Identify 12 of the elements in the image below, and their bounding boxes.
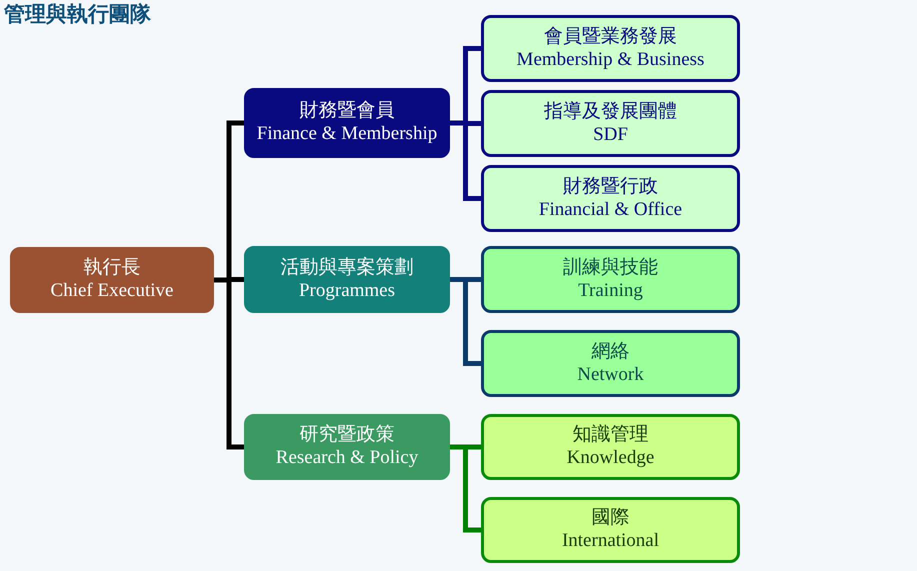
executive-box: 執行長 Chief Executive xyxy=(10,247,214,313)
team-box: 國際 International xyxy=(481,497,740,563)
team-box: 網絡 Network xyxy=(481,330,740,397)
department-box: 活動與專案策劃 Programmes xyxy=(244,246,450,313)
title: 管理與執行團隊 xyxy=(4,2,151,28)
department-box: 財務暨會員 Finance & Membership xyxy=(244,88,450,158)
team-box: 指導及發展團體 SDF xyxy=(481,90,740,157)
team-box: 財務暨行政 Financial & Office xyxy=(481,165,740,232)
team-box: 會員暨業務發展 Membership & Business xyxy=(481,15,740,82)
team-box: 訓練與技能 Training xyxy=(481,246,740,313)
department-box: 研究暨政策 Research & Policy xyxy=(244,414,450,480)
team-box: 知識管理 Knowledge xyxy=(481,414,740,480)
